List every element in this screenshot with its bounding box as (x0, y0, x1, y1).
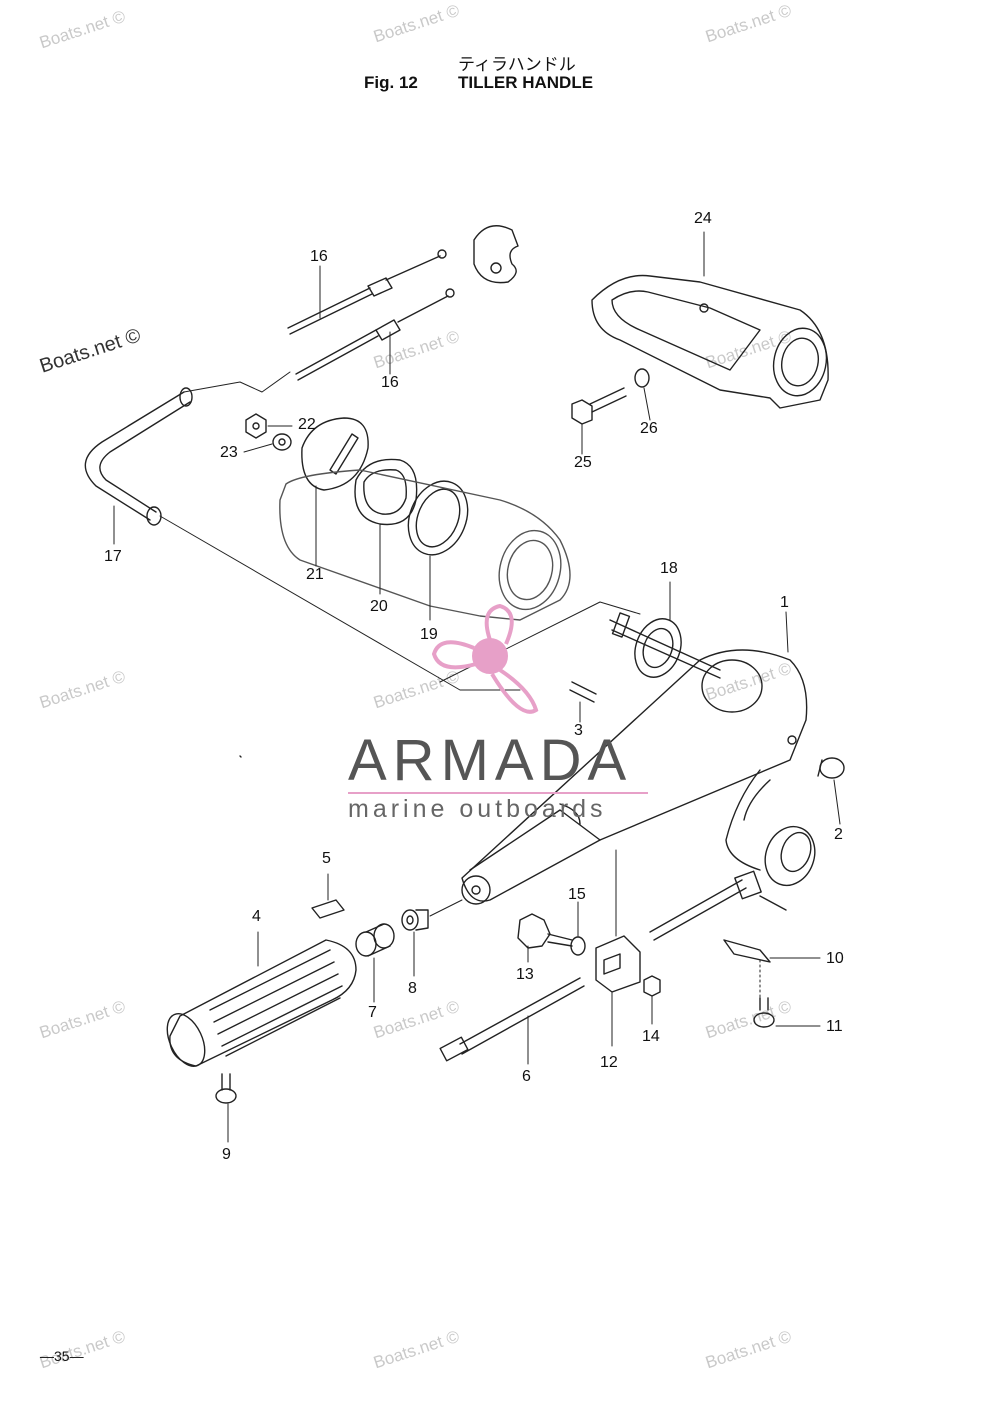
sleeve-7 (355, 923, 395, 1003)
screw-11 (753, 997, 821, 1028)
friction-block-12 (595, 849, 641, 1047)
knob-13 (517, 913, 573, 963)
part-label-25: 25 (574, 454, 592, 471)
bolt-25 (571, 387, 627, 455)
throttle-cable-upper (287, 249, 447, 335)
part-label-9: 9 (222, 1146, 231, 1163)
cap-2 (817, 757, 845, 825)
throttle-cable-lower (295, 288, 455, 381)
bracket-24 (591, 231, 829, 409)
part-label-6: 6 (522, 1068, 531, 1085)
part-label-20: 20 (370, 598, 388, 615)
stop-switch (649, 825, 816, 941)
nut-14 (643, 975, 661, 997)
part-label-5: 5 (322, 850, 331, 867)
plate-10 (723, 939, 771, 963)
part-label-11: 11 (826, 1018, 843, 1035)
part-label-16: 16 (381, 374, 399, 391)
part-label-22: 22 (298, 416, 316, 433)
ring-19 (407, 480, 469, 556)
part-label-1: 1 (780, 594, 789, 611)
part-label-7: 7 (368, 1004, 377, 1021)
part-label-4: 4 (252, 908, 261, 925)
grommet-18 (609, 581, 721, 679)
logo-tagline: marine outboards (348, 795, 607, 823)
washer-26 (634, 368, 650, 388)
part-label-12: 12 (600, 1054, 618, 1071)
part-label-21: 21 (306, 566, 324, 583)
part-label-3: 3 (574, 722, 583, 739)
part-label-10: 10 (826, 950, 844, 967)
friction-rod-6 (439, 977, 585, 1065)
screw-9 (215, 1073, 237, 1143)
bushing-8 (401, 899, 463, 977)
washer-23 (272, 433, 292, 451)
tiller-housing (279, 469, 571, 621)
cable-clip (473, 225, 519, 284)
part-label-17: 17 (104, 548, 122, 565)
throttle-tube (84, 387, 193, 526)
figure-title: TILLER HANDLE (458, 73, 594, 92)
part-label-13: 13 (516, 966, 534, 983)
part-label-14: 14 (642, 1028, 660, 1045)
armada-propeller-logo (431, 603, 539, 714)
nut-22 (245, 413, 267, 439)
tiller-arm-1 (461, 611, 808, 905)
part-label-15: 15 (568, 886, 586, 903)
part-label-18: 18 (660, 560, 678, 577)
part-label-23: 23 (220, 444, 238, 461)
logo-name: ARMADA (348, 728, 633, 793)
part-label-16: 16 (310, 248, 328, 265)
plate-21 (301, 417, 369, 491)
stop-switch-wire (725, 769, 761, 871)
washer-15 (570, 936, 586, 956)
logo-divider (348, 792, 648, 794)
part-label-24: 24 (694, 210, 712, 227)
part-label-2: 2 (834, 826, 843, 843)
figure-number: Fig. 12 (364, 73, 418, 92)
part-label-19: 19 (420, 626, 438, 643)
title-japanese: ティラハンドル (458, 55, 576, 75)
decal-5 (311, 899, 345, 919)
stud-3 (569, 681, 597, 723)
part-label-26: 26 (640, 420, 658, 437)
throttle-grip-4 (166, 931, 357, 1067)
page-number: —35— (40, 1348, 84, 1364)
part-label-8: 8 (408, 980, 417, 997)
